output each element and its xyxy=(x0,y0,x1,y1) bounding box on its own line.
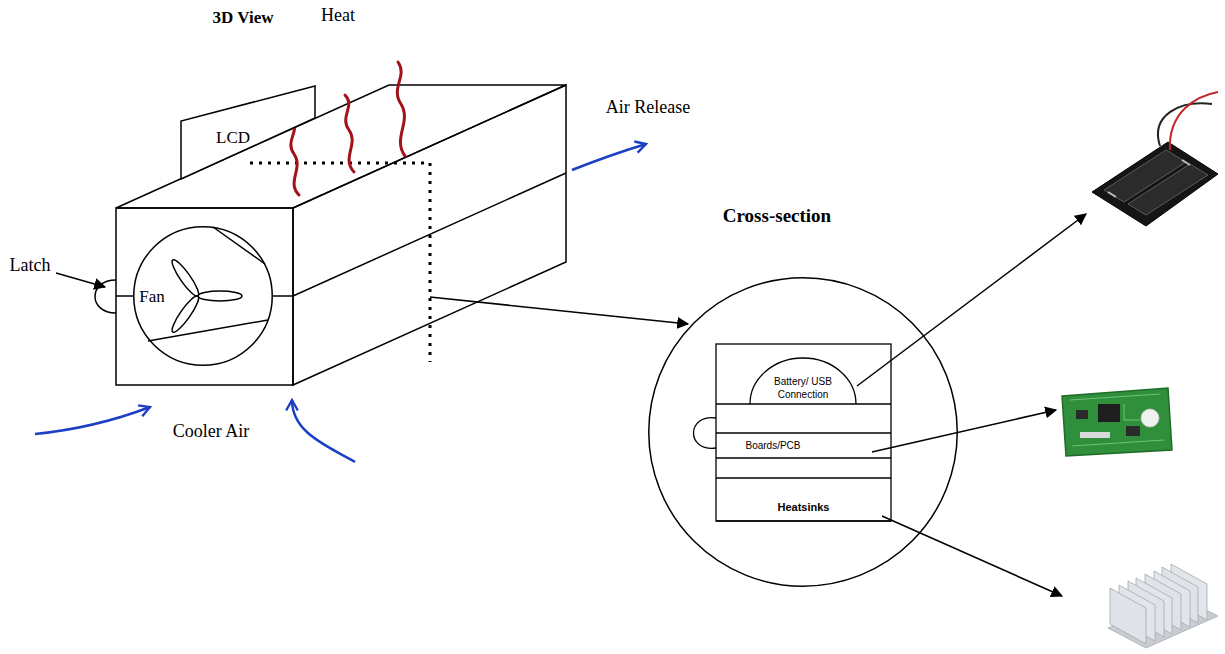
section-heading: Cross-section xyxy=(723,205,831,227)
pcb-connector xyxy=(1080,432,1110,438)
dome-outline xyxy=(750,358,856,404)
cross-section-circle: Cross-sectionBattery/ USB ConnectionBoar… xyxy=(648,277,958,587)
wire-black xyxy=(1158,103,1212,146)
cross-section-circle-outline xyxy=(648,277,958,587)
fan-ring xyxy=(134,227,273,366)
heatsink-picture xyxy=(1108,564,1218,648)
pcb-traces xyxy=(1070,394,1164,446)
fan-circle: Fan xyxy=(133,226,273,366)
housing xyxy=(95,85,566,385)
section-divider xyxy=(716,403,891,404)
pcb-label: Boards/PCB xyxy=(745,439,800,452)
band-line xyxy=(716,477,891,478)
latch-pointer xyxy=(56,273,105,287)
pcb-band-outline xyxy=(716,433,891,458)
fan-label: Fan xyxy=(139,287,165,307)
section-circle-outline xyxy=(649,278,958,587)
section-frame-rect xyxy=(716,344,891,521)
band-line xyxy=(716,432,891,433)
leader-line xyxy=(872,410,1056,452)
band-line xyxy=(716,520,891,521)
holder-body xyxy=(1092,142,1218,226)
section-cut-line xyxy=(250,163,430,362)
pcb-chip xyxy=(1098,404,1120,422)
pcb-chip xyxy=(1126,426,1140,436)
part-label: Latch xyxy=(10,255,51,277)
lcd-panel: LCD xyxy=(181,86,315,179)
pcb-board xyxy=(1062,388,1172,456)
pcb-band: Boards/PCB xyxy=(716,433,891,458)
fan-blade xyxy=(198,291,242,301)
leader-line xyxy=(882,516,1062,596)
heatsink-fin xyxy=(1110,588,1146,644)
fan-shroud-line xyxy=(213,227,265,264)
battery-dome: Battery/ USB Connection xyxy=(750,358,856,404)
airflow-label: Cooler Air xyxy=(173,421,250,443)
air-release-arrow xyxy=(572,144,646,170)
heat-wave xyxy=(345,95,354,172)
cooler-air-arrow xyxy=(35,407,150,434)
housing-front xyxy=(116,208,293,385)
airflow-label: Air Release xyxy=(606,97,690,119)
pointer-arrows xyxy=(56,214,1086,596)
holder-slot xyxy=(1128,164,1208,215)
fan-blade xyxy=(169,257,202,299)
pcb-chip xyxy=(1076,410,1088,419)
holder-contact xyxy=(1108,192,1116,197)
fan-shroud-line xyxy=(148,320,268,341)
heatsink-band-outline xyxy=(716,478,891,521)
heatsink-band: Heatsinks xyxy=(716,478,891,521)
pcb-picture xyxy=(1062,388,1172,456)
heatsink-label: Heatsinks xyxy=(778,501,830,513)
lcd-label: LCD xyxy=(216,128,250,148)
lcd-outline xyxy=(181,86,315,179)
battery-holder-picture xyxy=(1092,92,1218,226)
band-line xyxy=(716,457,891,458)
housing-top xyxy=(116,85,566,208)
cooler-air-arrow xyxy=(292,400,355,462)
holder-contact xyxy=(1182,160,1190,165)
heat-label: Heat xyxy=(321,5,355,27)
section-frame xyxy=(694,344,892,521)
section-pointer xyxy=(430,297,688,324)
pcb-hole xyxy=(1141,409,1159,427)
view-title: 3D View xyxy=(213,8,274,28)
heat-waves xyxy=(291,62,405,195)
heat-wave xyxy=(291,118,299,195)
wire-red xyxy=(1170,92,1218,150)
heat-wave xyxy=(397,62,405,156)
battery-label: Battery/ USB Connection xyxy=(763,375,843,401)
air-arrows xyxy=(35,144,646,462)
fan-blade xyxy=(169,293,202,335)
section-latch-loop xyxy=(694,418,717,449)
